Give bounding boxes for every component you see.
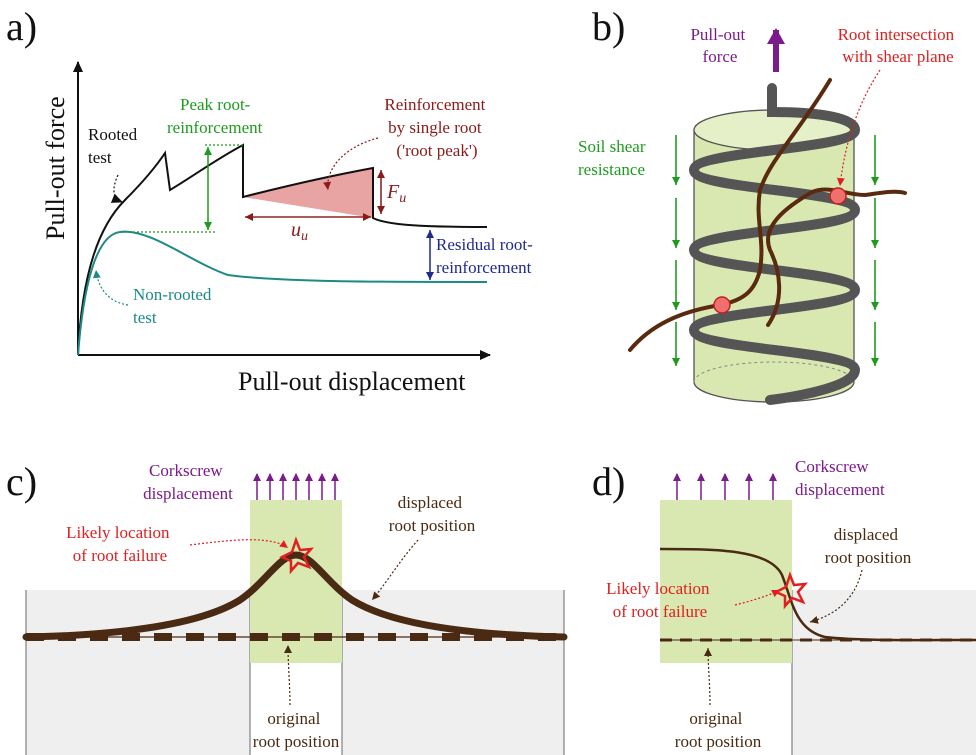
- root-peak-area: [243, 168, 373, 218]
- displaced-root-curve: [22, 551, 568, 641]
- single-root-pointer: [323, 137, 379, 191]
- failure-star: [279, 536, 314, 575]
- residual-root-reinforcement-label: Residual root- reinforcement: [436, 235, 537, 277]
- rooted-test-label: Rooted test: [88, 125, 141, 167]
- root-intersection-marker-left: [713, 296, 731, 314]
- soil-cylinder-bottom-back: [693, 361, 855, 383]
- non-rooted-test-curve: [77, 230, 488, 356]
- panel-b: b) Pull-out force Root intersection with…: [578, 4, 959, 405]
- non-rooted-test-label: Non-rooted test: [133, 285, 216, 327]
- single-root-reinforcement-label: Reinforcement by single root ('root peak…: [384, 95, 489, 160]
- panel-b-letter: b): [592, 4, 625, 49]
- fu-label: Fu: [386, 181, 406, 206]
- displaced-pointer-c: [371, 539, 419, 601]
- soil-block-d: [792, 590, 976, 755]
- rooted-test-curve: [77, 143, 488, 356]
- displaced-root-curve-d: [659, 547, 976, 642]
- peak-root-reinforcement-label: Peak root- reinforcement: [167, 95, 263, 137]
- non-rooted-pointer: [92, 269, 129, 306]
- panel-a-letter: a): [6, 4, 37, 49]
- root-intersection-label: Root intersection with shear plane: [838, 25, 959, 66]
- root-left: [628, 78, 832, 352]
- displaced-pointer-d: [809, 569, 863, 624]
- displaced-root-label-c: displaced root position: [389, 493, 476, 535]
- panel-d-letter: d): [592, 459, 625, 504]
- corkscrew-displacement-label-c: Corkscrew displacement: [143, 461, 233, 503]
- root-right: [766, 187, 907, 327]
- panel-c-letter: c): [6, 459, 37, 504]
- corkscrew-helix: [688, 83, 861, 405]
- original-root-label-c: original root position: [253, 709, 340, 751]
- intersection-pointer: [836, 69, 881, 187]
- failure-pointer-d: [734, 589, 781, 606]
- x-axis-label: Pull-out displacement: [238, 367, 466, 396]
- soil-block-left: [26, 590, 250, 755]
- panel-a: a) Pull-out force Pull-out displacement …: [6, 4, 537, 396]
- pullout-force-label: Pull-out force: [690, 25, 749, 66]
- original-pointer-c: [284, 644, 293, 706]
- rooted-test-pointer: [110, 174, 123, 203]
- failure-pointer-c: [189, 539, 289, 549]
- soil-shear-label: Soil shear resistance: [578, 137, 650, 179]
- original-pointer-d: [704, 647, 713, 706]
- failure-location-label-d: Likely location of root failure: [606, 579, 714, 621]
- corkscrew-displacement-label-d: Corkscrew displacement: [795, 457, 885, 499]
- y-axis-label: Pull-out force: [41, 96, 70, 240]
- corkscrew-zone-d: [660, 500, 792, 663]
- uu-label: uu: [291, 219, 308, 244]
- original-root-label-d: original root position: [675, 709, 762, 751]
- displaced-root-label-d: displaced root position: [825, 525, 912, 567]
- panel-c: c) Corkscrew displacement Likely locati: [6, 459, 568, 755]
- soil-block-right: [342, 590, 564, 755]
- panel-d: d) Corkscrew displacement displaced root…: [592, 457, 976, 755]
- root-intersection-marker-right: [829, 187, 847, 205]
- failure-location-label-c: Likely location of root failure: [66, 523, 174, 565]
